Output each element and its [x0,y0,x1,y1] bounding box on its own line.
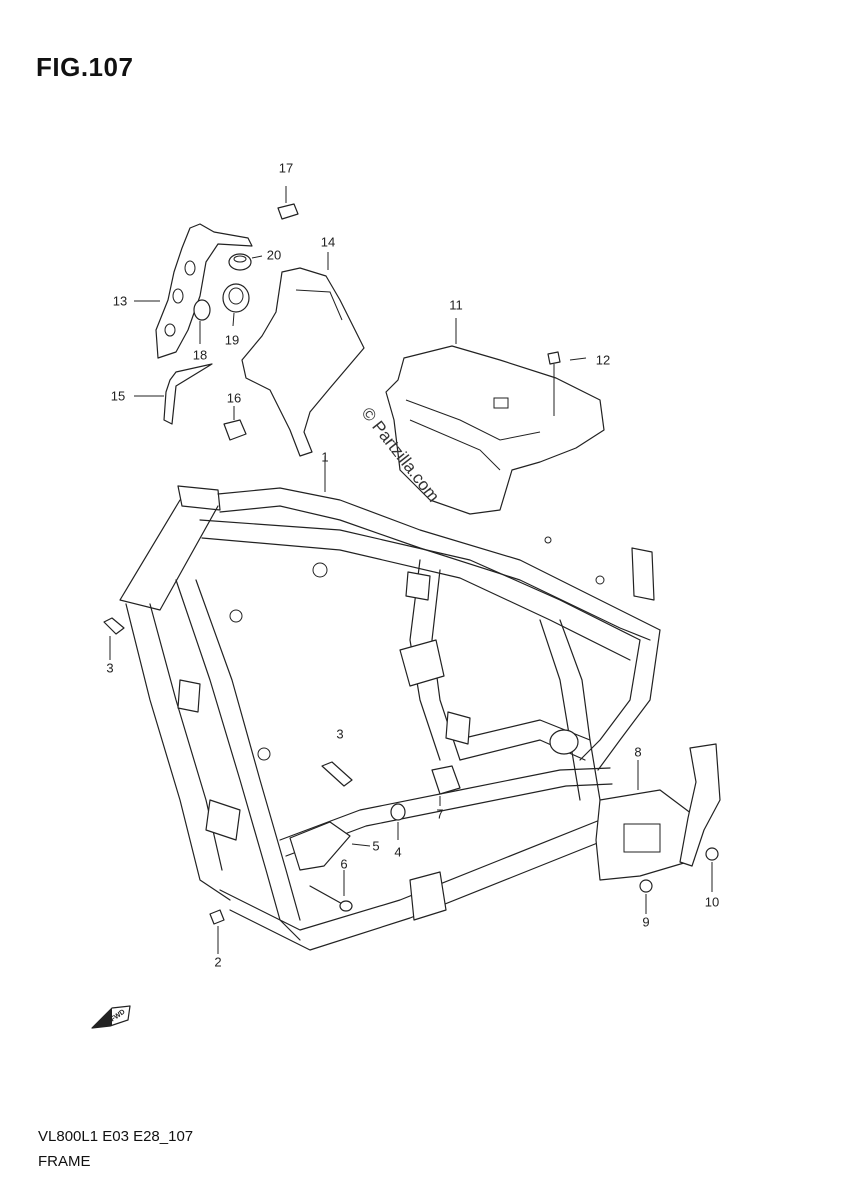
callout-20: 20 [266,247,282,263]
part-15-clamp [134,363,213,425]
part-10-bolt [705,847,719,892]
part-4-nut [390,803,406,840]
callout-16: 16 [226,390,242,406]
callout-3-lower: 3 [336,726,344,742]
part-6-bolt [309,870,353,912]
part-14-side-cover [241,252,365,457]
callout-12: 12 [595,352,611,368]
callout-6: 6 [340,856,348,872]
part-16-cushion [223,406,247,441]
part-8-bracket [595,743,721,881]
part-12-bolt [547,351,587,416]
callout-1: 1 [321,449,329,465]
part-3-bolt-lower [321,761,353,787]
callout-13: 13 [112,293,128,309]
callout-18: 18 [192,347,208,363]
callout-17: 17 [278,160,294,176]
callout-19: 19 [224,332,240,348]
part-9-bolt [639,879,653,914]
fwd-arrow-icon [91,1005,131,1029]
callout-15: 15 [110,388,126,404]
callout-7: 7 [436,806,444,822]
part-3-bolt-upper [103,617,125,660]
callout-10: 10 [704,894,720,910]
part-19-grommet [222,283,250,327]
callout-2: 2 [214,954,222,970]
part-1-main-frame [119,456,661,951]
callout-14: 14 [320,234,336,250]
callout-4: 4 [394,844,402,860]
callout-8: 8 [634,744,642,760]
part-5-plate [289,821,371,871]
figure-title: FIG.107 [36,52,134,82]
callout-9: 9 [642,914,650,930]
part-11-battery-holder [385,318,605,515]
part-20-grommet [228,253,263,271]
part-2-bolt [209,909,225,954]
part-18-grommet [193,299,211,344]
footer-figure-code: VL800L1 E03 E28_107 [38,1128,194,1145]
part-17-cushion [277,186,299,220]
callout-3-upper: 3 [106,660,114,676]
footer-figure-name: FRAME [38,1153,91,1170]
callout-11: 11 [449,297,463,313]
callout-5: 5 [372,838,380,854]
part-7-collar [431,765,461,806]
